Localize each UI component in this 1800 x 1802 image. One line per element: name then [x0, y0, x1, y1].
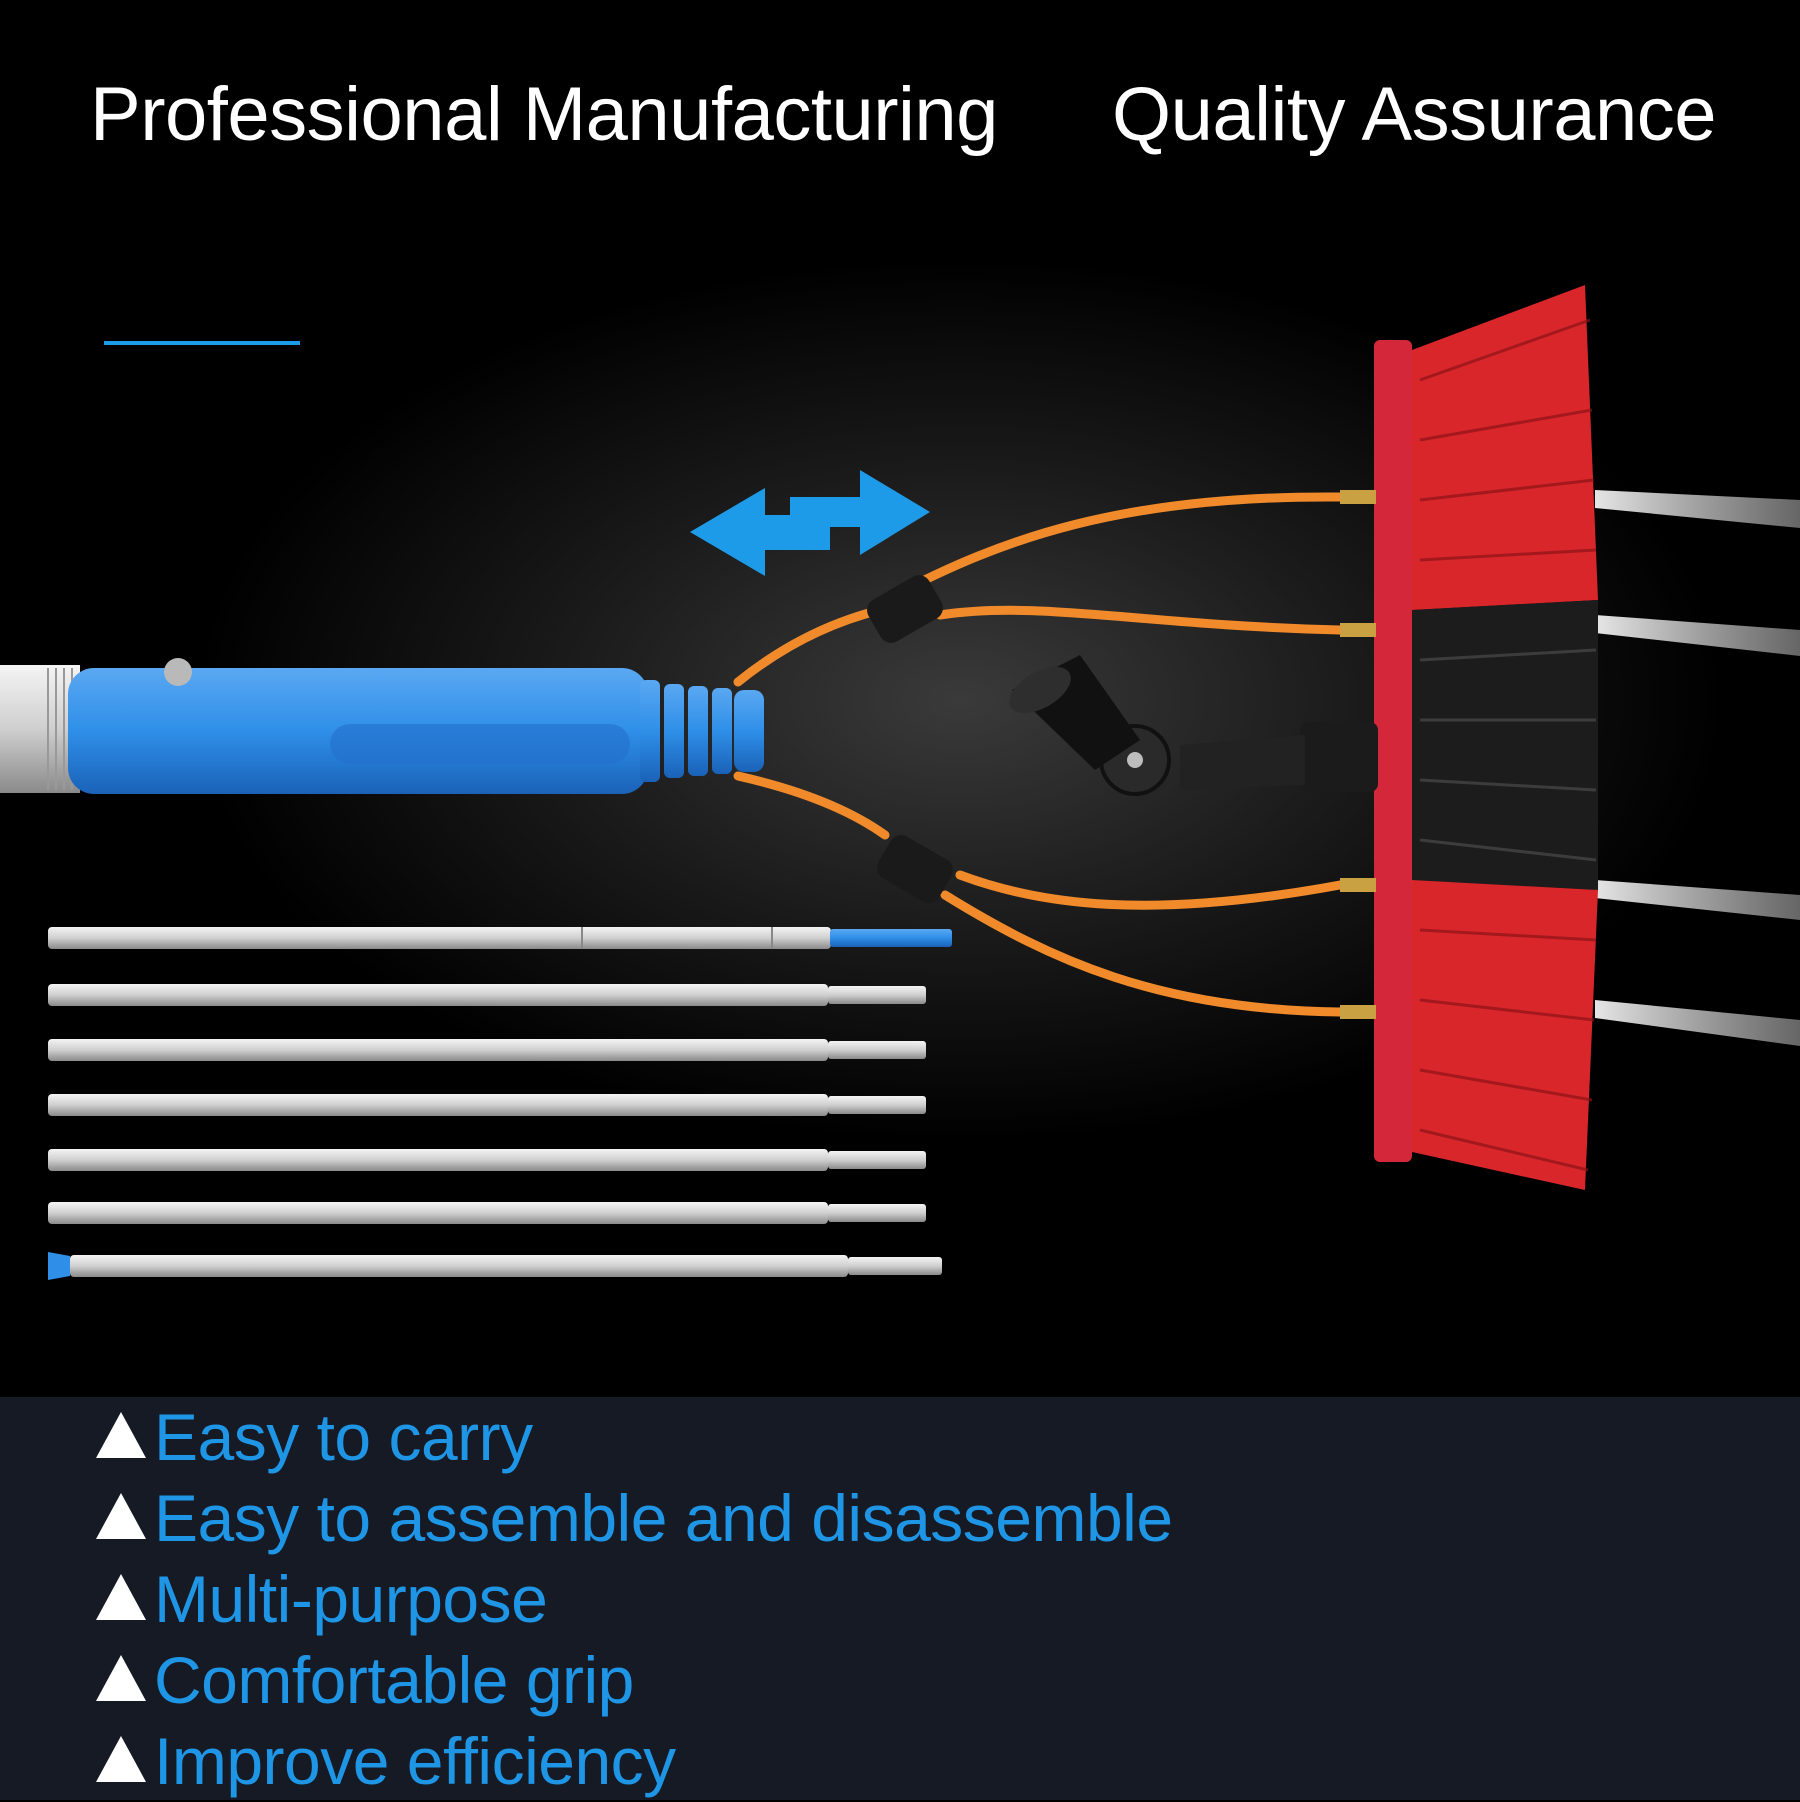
- list-item: Comfortable grip: [96, 1640, 1173, 1721]
- pole-section: [48, 1252, 942, 1280]
- pole-section: [48, 1094, 926, 1116]
- triangle-bullet-icon: [96, 1492, 146, 1539]
- list-item: Multi-purpose: [96, 1559, 1173, 1640]
- pole-section: [48, 1202, 926, 1224]
- pole-section: [48, 927, 952, 949]
- feature-text: Improve efficiency: [154, 1724, 676, 1798]
- accent-line: [104, 341, 300, 345]
- telescopic-pole-handle: [0, 658, 764, 794]
- features-panel: [0, 1397, 1800, 1800]
- triangle-bullet-icon: [96, 1411, 146, 1458]
- list-item: Easy to carry: [96, 1397, 1173, 1478]
- heading-professional-manufacturing: Professional Manufacturing: [90, 72, 998, 157]
- brush-bristles-red-bottom: [1412, 880, 1598, 1190]
- brush-bristles-black: [1412, 600, 1598, 890]
- feature-text: Multi-purpose: [154, 1562, 548, 1636]
- list-item: Improve efficiency: [96, 1721, 1173, 1802]
- water-spray-jets: [1595, 490, 1800, 1046]
- pole-sections: [48, 927, 952, 1280]
- triangle-bullet-icon: [96, 1573, 146, 1620]
- brush-block: [1374, 340, 1412, 1162]
- pole-section: [48, 1149, 926, 1171]
- brush-head: [1374, 285, 1598, 1190]
- product-illustration: [0, 285, 1800, 1280]
- brush-bristles-red-top: [1412, 285, 1598, 610]
- double-arrow-icon: [690, 470, 930, 576]
- features-list: Easy to carry Easy to assemble and disas…: [96, 1397, 1173, 1802]
- angle-adapter: [1009, 655, 1378, 796]
- pole-section: [48, 1039, 926, 1061]
- list-item: Easy to assemble and disassemble: [96, 1478, 1173, 1559]
- hose-connectors: [867, 490, 1376, 1019]
- feature-text: Comfortable grip: [154, 1643, 634, 1717]
- pole-section: [48, 984, 926, 1006]
- feature-text: Easy to assemble and disassemble: [154, 1481, 1173, 1555]
- triangle-bullet-icon: [96, 1654, 146, 1701]
- water-hoses: [733, 492, 1345, 1017]
- feature-text: Easy to carry: [154, 1400, 533, 1474]
- triangle-bullet-icon: [96, 1735, 146, 1782]
- heading-quality-assurance: Quality Assurance: [1112, 72, 1717, 157]
